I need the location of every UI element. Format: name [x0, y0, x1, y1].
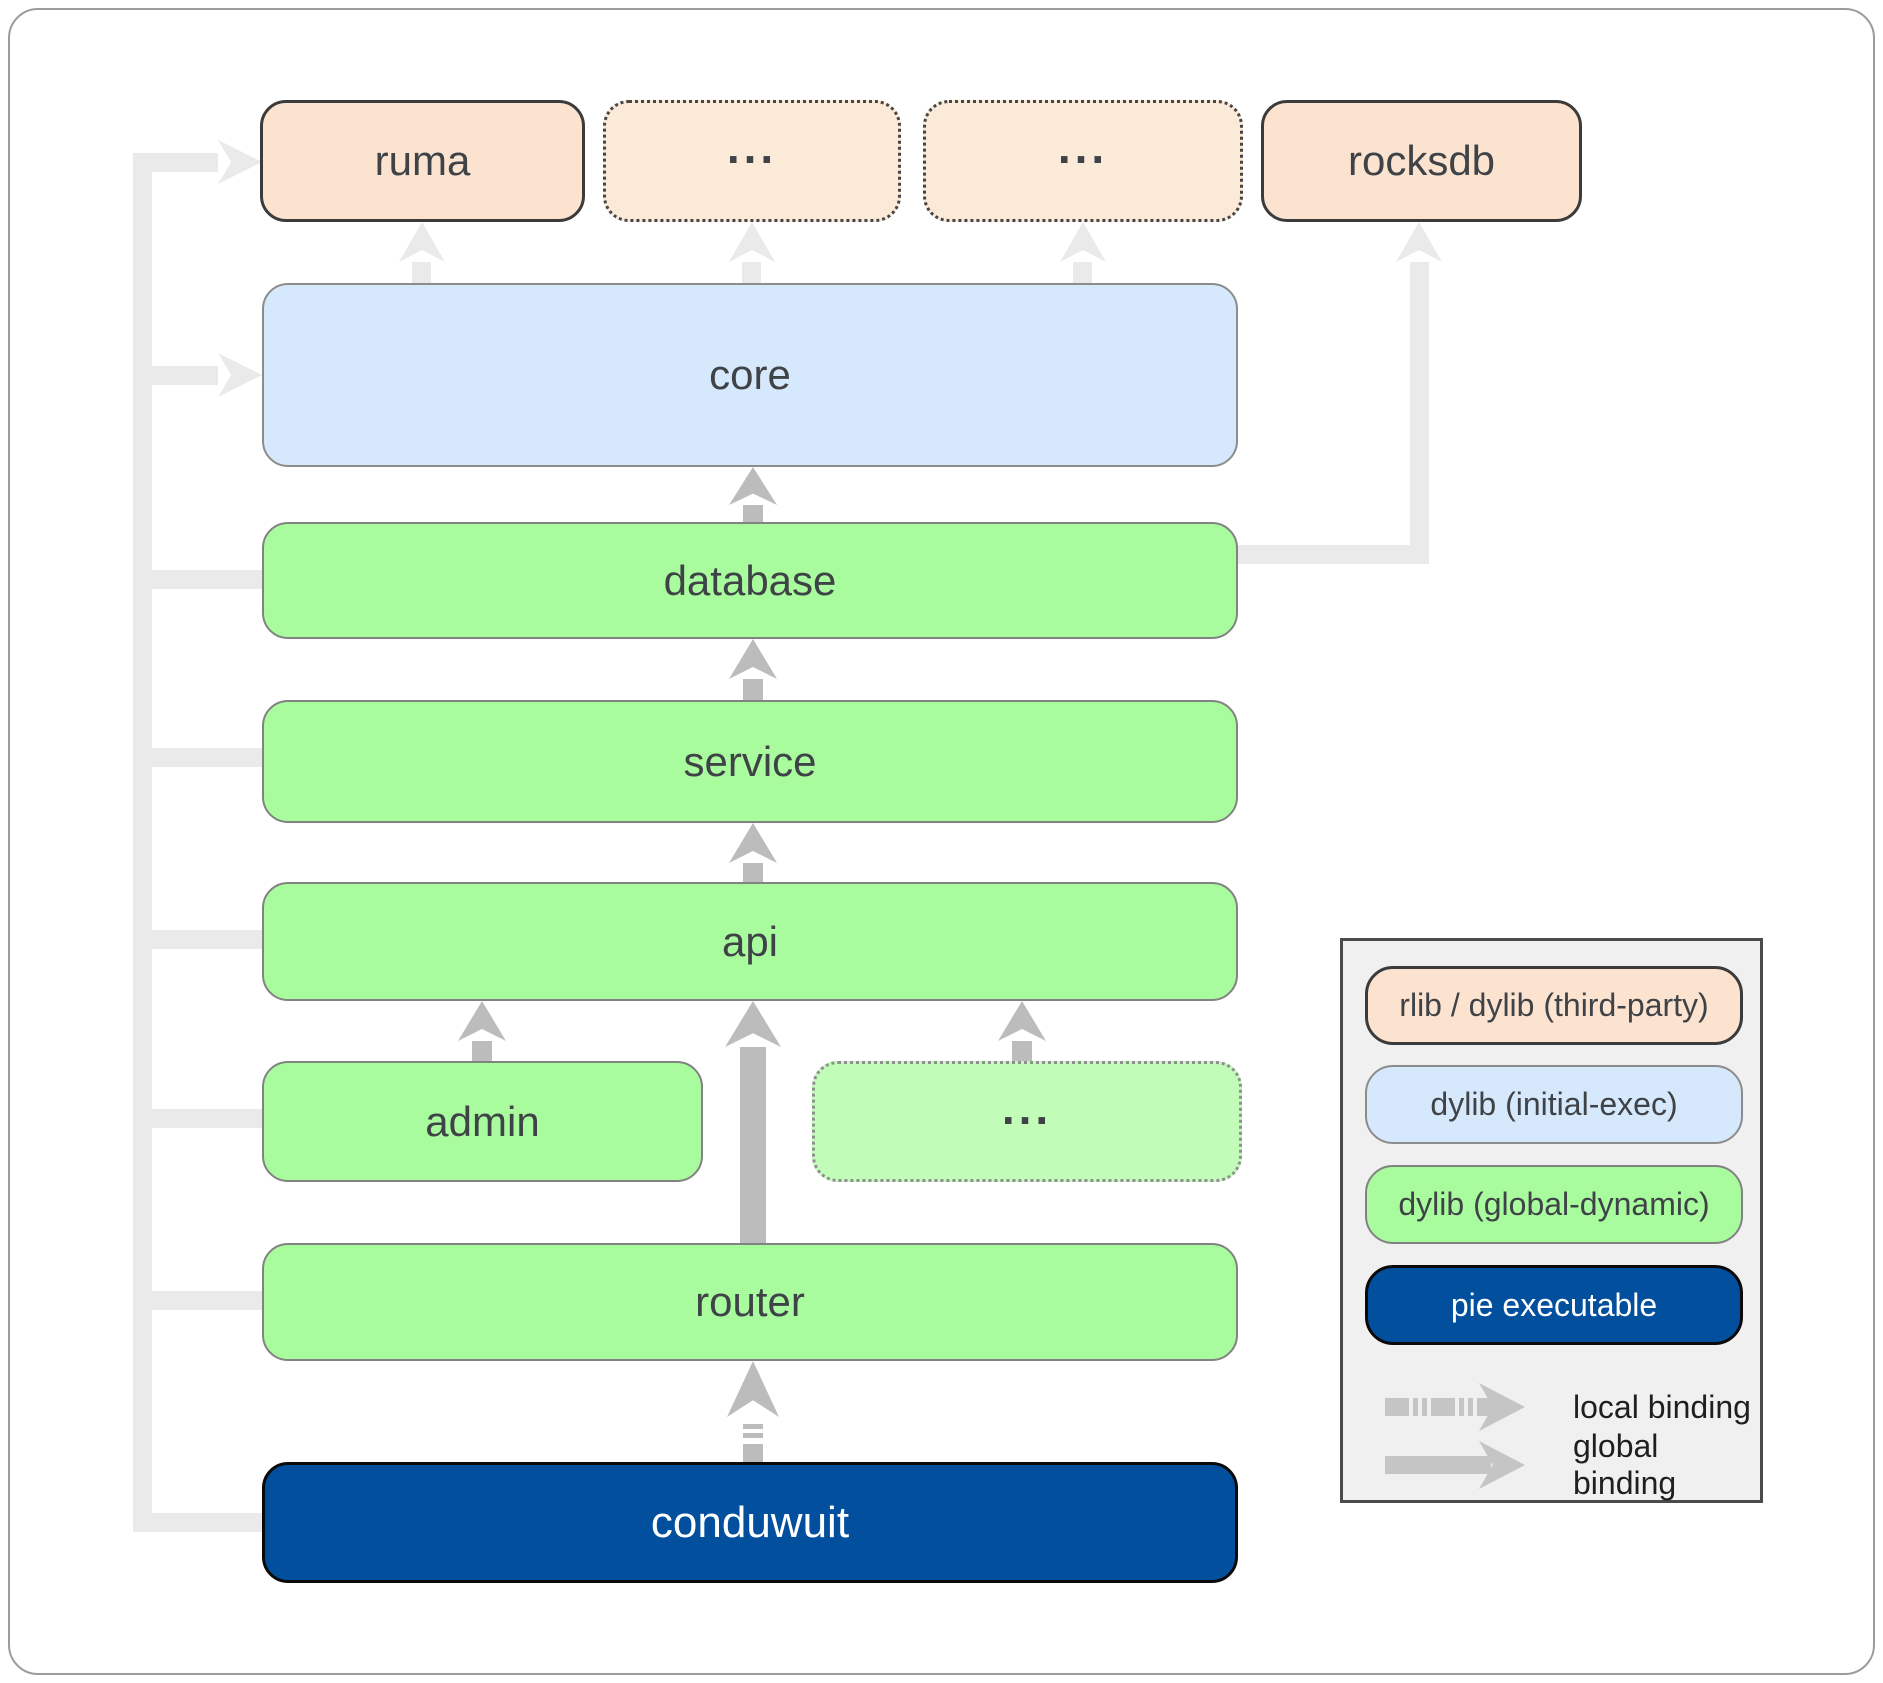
local-binding-arrow-icon — [1413, 1398, 1418, 1416]
node-conduwuit: conduwuit — [262, 1462, 1238, 1583]
node-admin: admin — [262, 1061, 703, 1182]
local-binding-arrow-icon — [1385, 1398, 1409, 1416]
node-ellipsis-mid-label: ... — [1001, 1081, 1053, 1134]
arrow-admin-api-shaft — [472, 1041, 492, 1061]
trunk-stub-admin — [152, 1109, 262, 1128]
trunk-stub-api — [152, 930, 262, 949]
trunk-to-core-line — [152, 366, 218, 385]
node-service: service — [262, 700, 1238, 823]
node-ellipsis-top-2-label: ... — [1057, 121, 1109, 174]
arrow-ellipsis-api-shaft — [1012, 1041, 1032, 1061]
node-admin-label: admin — [425, 1097, 540, 1145]
node-ellipsis-top-2: ... — [923, 100, 1243, 222]
trunk-stub-database — [152, 570, 262, 589]
node-database: database — [262, 522, 1238, 639]
arrow-conduwuit-router-shaft — [743, 1444, 763, 1462]
trunk-to-ruma-line — [152, 153, 218, 172]
node-ruma: ruma — [260, 100, 585, 222]
node-ruma-label: ruma — [374, 137, 471, 184]
global-binding-label: global binding — [1573, 1428, 1677, 1501]
legend-pie-executable-label: pie executable — [1450, 1286, 1658, 1323]
arrow-service-database-shaft — [743, 679, 763, 700]
arrow-conduwuit-router-dash2 — [743, 1433, 763, 1438]
arrow-conduwuit-router-dash1 — [743, 1424, 763, 1429]
legend-initial-exec-label: dylib (initial-exec) — [1430, 1086, 1678, 1122]
arrow-router-api-shaft — [740, 1047, 766, 1243]
node-router: router — [262, 1243, 1238, 1361]
legend-item-pie-executable: pie executable — [1365, 1265, 1743, 1345]
node-rocksdb: rocksdb — [1261, 100, 1582, 222]
local-binding-label: local binding — [1573, 1388, 1751, 1425]
arrow-core-ruma-shaft — [412, 262, 431, 283]
legend-third-party-label: rlib / dylib (third-party) — [1399, 987, 1709, 1023]
trunk-vertical-line — [133, 153, 152, 1532]
node-database-label: database — [663, 556, 837, 604]
arrow-core-ellipsis2-shaft — [1073, 262, 1092, 283]
arrow-database-core-shaft — [743, 505, 763, 522]
legend-panel: rlib / dylib (third-party) dylib (initia… — [1340, 938, 1763, 1503]
node-router-label: router — [695, 1278, 805, 1325]
legend-item-global-dynamic: dylib (global-dynamic) — [1365, 1165, 1743, 1244]
node-api-label: api — [721, 917, 779, 965]
arrow-core-ellipsis1-shaft — [742, 262, 761, 283]
node-conduwuit-label: conduwuit — [650, 1497, 850, 1547]
arrow-database-rocksdb-vertical — [1410, 262, 1429, 564]
legend-global-dynamic-label: dylib (global-dynamic) — [1398, 1186, 1710, 1222]
local-binding-arrow-icon — [1422, 1398, 1427, 1416]
arrow-database-rocksdb-horizontal — [1238, 545, 1429, 564]
node-core-label: core — [709, 351, 791, 398]
arrow-api-service-shaft — [743, 863, 763, 882]
legend-item-third-party: rlib / dylib (third-party) — [1365, 966, 1743, 1045]
node-service-label: service — [683, 737, 817, 785]
local-binding-arrow-icon — [1459, 1398, 1464, 1416]
local-binding-arrow-icon — [1468, 1398, 1473, 1416]
global-binding-arrow-icon — [1385, 1456, 1491, 1474]
trunk-stub-router — [152, 1291, 262, 1310]
node-ellipsis-mid: ... — [812, 1061, 1242, 1182]
trunk-stub-conduwuit — [152, 1513, 262, 1532]
node-ellipsis-top-1-label: ... — [726, 121, 778, 174]
node-api: api — [262, 882, 1238, 1001]
legend-item-initial-exec: dylib (initial-exec) — [1365, 1065, 1743, 1144]
node-ellipsis-top-1: ... — [603, 100, 901, 222]
trunk-stub-service — [152, 748, 262, 767]
node-core: core — [262, 283, 1238, 467]
node-rocksdb-label: rocksdb — [1347, 137, 1496, 184]
local-binding-arrow-icon — [1431, 1398, 1455, 1416]
